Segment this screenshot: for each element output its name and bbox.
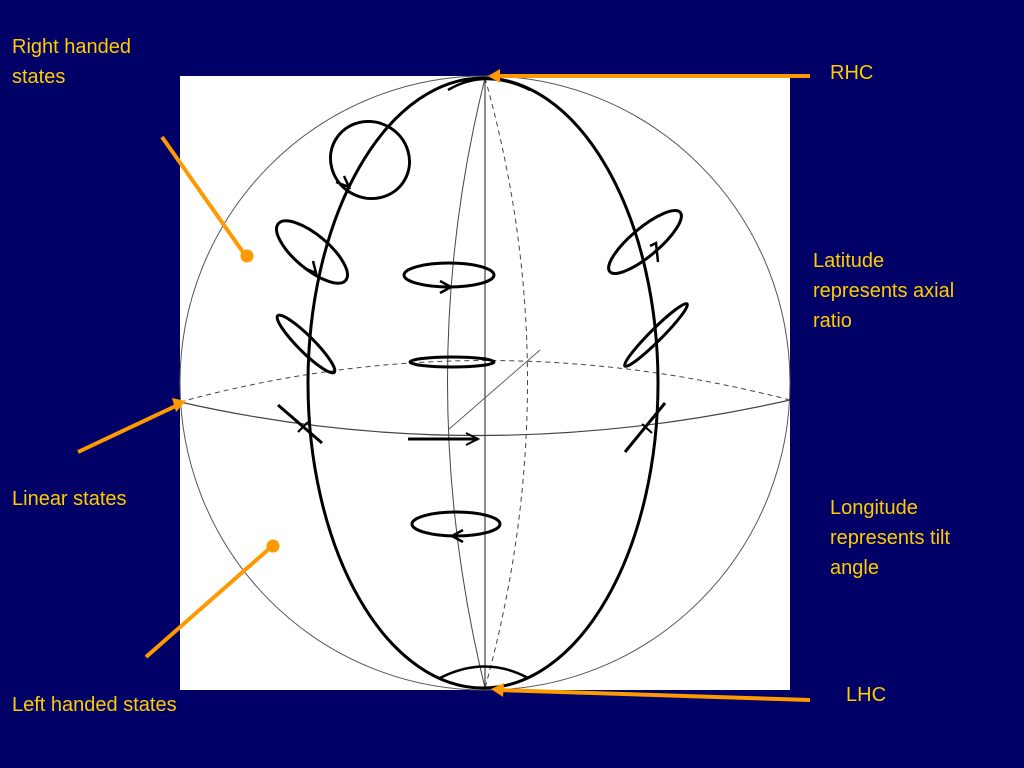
equator-back: [179, 360, 791, 403]
arrow-mark: [649, 241, 660, 263]
polarization-ellipse-rh-2: [275, 219, 349, 285]
polarization-ellipse-right-1: [607, 209, 683, 275]
left-handed-states-label: Left handed states: [12, 694, 177, 716]
rhc-pointer-head: [488, 69, 500, 83]
longitude-line-1: Longitude: [830, 497, 918, 519]
linear-pointer: [77, 402, 181, 454]
polarization-ellipse-rh-3: [275, 313, 337, 375]
latitude-line-1: Latitude: [813, 250, 885, 272]
polarization-ellipse-center-2: [408, 355, 496, 369]
linear-states-label: Linear states: [12, 488, 127, 510]
latitude-line-2: represents axial: [813, 280, 955, 302]
meridian-back: [484, 77, 528, 689]
right-handed-states-label: Right handed states: [12, 32, 131, 92]
south-pole-cap: [439, 665, 529, 680]
arrow-mark: [439, 279, 454, 295]
arrow-mark: [465, 432, 481, 446]
sphere-outline: [179, 75, 791, 691]
longitude-label: Longitude represents tilt angle: [830, 493, 950, 583]
longitude-line-3: angle: [830, 557, 879, 579]
rhc-label: RHC: [830, 62, 874, 84]
lhc-label: LHC: [846, 684, 887, 706]
right-handed-dot: [240, 249, 254, 263]
meridian-thin: [447, 77, 486, 689]
diagonal-axis-front: [447, 349, 541, 431]
left-handed-dot: [266, 539, 280, 553]
lhc-pointer-head: [491, 683, 504, 697]
tick-mark: [297, 421, 309, 433]
north-pole-cap: [447, 77, 531, 92]
arrow-mark: [449, 528, 464, 544]
latitude-label: Latitude represents axial ratio: [813, 246, 954, 336]
longitude-line-2: represents tilt: [830, 527, 951, 549]
equator-front: [179, 399, 791, 437]
right-handed-line-2: states: [12, 66, 66, 88]
arrow-mark: [303, 260, 318, 276]
tick-mark: [641, 423, 653, 434]
right-handed-pointer: [160, 135, 247, 257]
arrow-mark: [335, 175, 352, 190]
linear-pointer-head: [172, 398, 186, 412]
lhc-pointer: [497, 688, 811, 702]
linear-state-left: [277, 403, 323, 445]
right-handed-line-1: Right handed: [12, 36, 131, 58]
polarization-ellipse-center-lh: [410, 510, 502, 538]
polarization-ellipse-right-2: [623, 302, 689, 368]
latitude-line-3: ratio: [813, 310, 852, 332]
left-handed-pointer: [144, 546, 272, 659]
polarization-ellipse-rh-1: [328, 119, 412, 201]
